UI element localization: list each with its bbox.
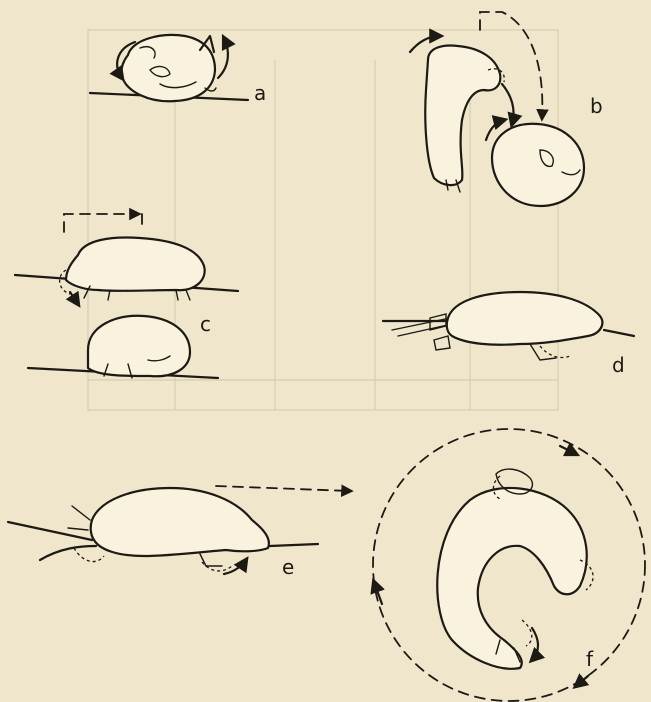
panel-d: d: [383, 292, 634, 377]
panel-e-ground-right: [270, 544, 318, 546]
panel-b: b: [410, 12, 603, 206]
panel-e-ground-left: [8, 522, 92, 540]
panel-b-stretched-animal: [425, 46, 500, 186]
panel-a: a: [90, 35, 266, 105]
panel-a-curled-animal: [121, 35, 215, 101]
panel-d-animal: [447, 292, 603, 345]
panel-d-label: d: [612, 353, 625, 377]
panel-a-right-arrow: [218, 38, 228, 78]
panel-e: e: [8, 486, 350, 579]
panel-f-circling-animal: [437, 488, 586, 669]
panel-f: f: [373, 429, 645, 701]
panel-c-dashed-arrow: [64, 214, 138, 232]
panel-c-bottom-animal: [88, 316, 190, 376]
panel-c-top-animal: [66, 238, 205, 291]
panel-c: c: [15, 214, 238, 378]
panel-a-label: a: [254, 81, 266, 105]
panel-b-curled-animal: [492, 124, 584, 206]
panel-e-animal: [91, 488, 269, 556]
panel-e-dashed-arrow: [216, 486, 350, 491]
panel-f-label: f: [586, 647, 594, 671]
panel-c-label: c: [200, 312, 211, 336]
panel-d-ground-right: [604, 330, 634, 336]
panel-b-label: b: [590, 94, 603, 118]
panel-e-label: e: [282, 555, 294, 579]
